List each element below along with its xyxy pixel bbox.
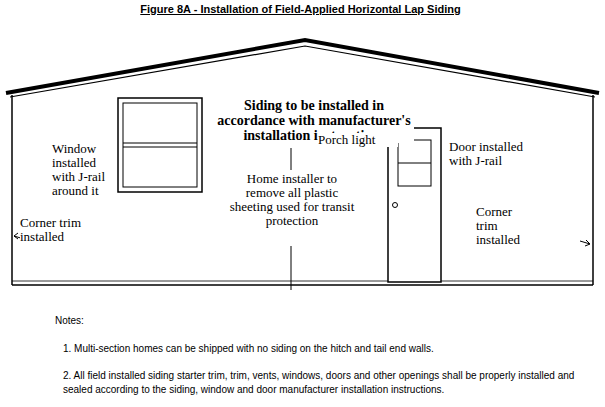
corner-trim-callout: Corner trim installed	[476, 205, 534, 247]
window-callout: Window installed with J-rail around it	[52, 142, 116, 198]
note-text: 2. All field installed siding starter tr…	[63, 369, 588, 396]
door-callout: Door installed with J-rail	[449, 140, 549, 168]
notes-heading: Notes:	[55, 314, 135, 328]
installer-callout: Home installer to remove all plastic she…	[226, 172, 358, 228]
figure-title: Figure 8A - Installation of Field-Applie…	[0, 4, 601, 16]
note-text: 1. Multi-section homes can be shipped wi…	[63, 342, 593, 356]
porch-light-callout: Porch light	[318, 133, 398, 147]
corner-trim-callout: Corner trim installed	[20, 216, 110, 244]
